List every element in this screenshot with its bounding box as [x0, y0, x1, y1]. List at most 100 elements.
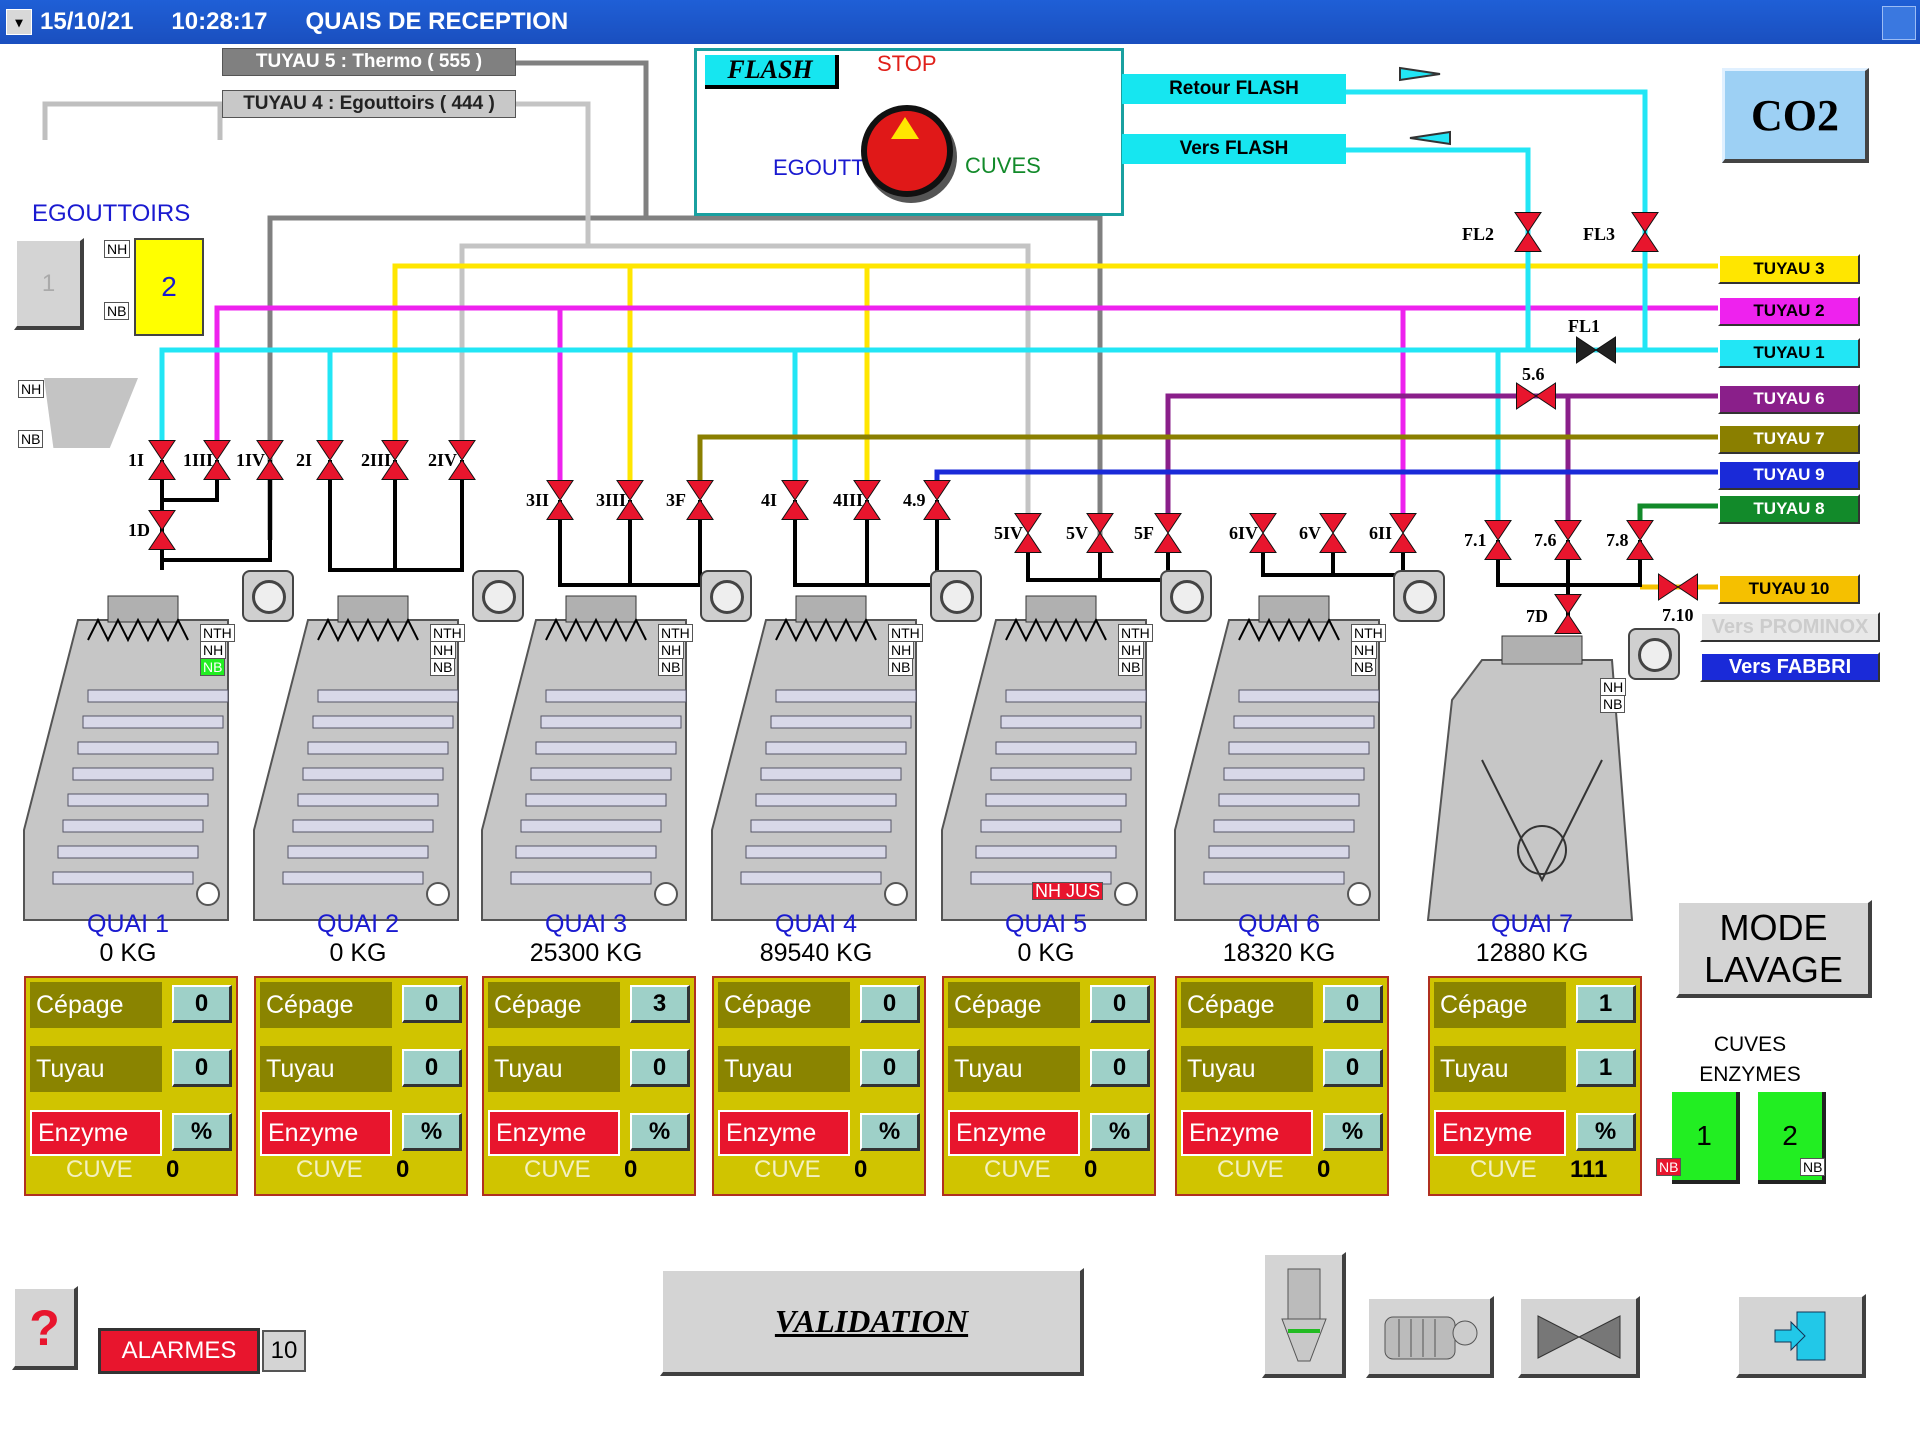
cuve-row: CUVE 0	[1177, 1150, 1387, 1190]
help-button[interactable]: ?	[12, 1286, 78, 1370]
retour-flash-button[interactable]: Retour FLASH	[1122, 74, 1346, 104]
cuve-enzyme-1[interactable]: 1	[1672, 1092, 1740, 1184]
cepage-value[interactable]: 0	[860, 985, 920, 1023]
maximize-button[interactable]	[1882, 6, 1916, 40]
tuyau-value[interactable]: 0	[172, 1049, 232, 1087]
cepage-value[interactable]: 3	[630, 985, 690, 1023]
cepage-value[interactable]: 0	[402, 985, 462, 1023]
valve-4i[interactable]	[781, 480, 809, 520]
tuyau-tag-7[interactable]: TUYAU 8	[1718, 494, 1860, 524]
tuyau-tag-4[interactable]: TUYAU 6	[1718, 384, 1860, 414]
valve-3f[interactable]	[686, 480, 714, 520]
valve-4iii[interactable]	[853, 480, 881, 520]
cepage-value[interactable]: 0	[1090, 985, 1150, 1023]
tuyau-value[interactable]: 1	[1576, 1049, 1636, 1087]
enzyme-label[interactable]: Enzyme	[718, 1110, 850, 1156]
co2-button[interactable]: CO2	[1722, 68, 1869, 163]
tuyau-value[interactable]: 0	[1090, 1049, 1150, 1087]
tuyau-value[interactable]: 0	[1323, 1049, 1383, 1087]
pump-view-button[interactable]	[1366, 1296, 1494, 1378]
cuve-enzyme-2[interactable]: 2	[1758, 1092, 1826, 1184]
tuyau-value[interactable]: 0	[630, 1049, 690, 1087]
vers-flash-button[interactable]: Vers FLASH	[1122, 134, 1346, 164]
valve-7d[interactable]	[1554, 594, 1582, 634]
enzyme-value[interactable]: %	[1323, 1113, 1383, 1151]
cepage-value[interactable]: 0	[172, 985, 232, 1023]
enzyme-label[interactable]: Enzyme	[1181, 1110, 1313, 1156]
valve-view-button[interactable]	[1518, 1296, 1640, 1378]
valve-5v[interactable]	[1086, 513, 1114, 553]
valve-1iv[interactable]	[256, 440, 284, 480]
valve-7-1[interactable]	[1484, 520, 1512, 560]
tuyau-tag-3[interactable]: TUYAU 1	[1718, 338, 1860, 368]
tuyau-tag-5[interactable]: TUYAU 7	[1718, 424, 1860, 454]
mode-lavage-button[interactable]: MODE LAVAGE	[1676, 900, 1872, 998]
cepage-value[interactable]: 0	[1323, 985, 1383, 1023]
enzyme-label[interactable]: Enzyme	[948, 1110, 1080, 1156]
valve-5-6[interactable]	[1516, 382, 1556, 410]
valve-2iii[interactable]	[381, 440, 409, 480]
valve-5f[interactable]	[1154, 513, 1182, 553]
valve-3iii[interactable]	[616, 480, 644, 520]
valve-1i[interactable]	[148, 440, 176, 480]
valve-6ii[interactable]	[1389, 513, 1417, 553]
flash-selector-knob[interactable]	[861, 105, 953, 197]
press-6[interactable]	[1169, 580, 1409, 960]
vers-prominox-button[interactable]: Vers PROMINOX	[1700, 612, 1880, 642]
valve-fl3[interactable]	[1631, 212, 1659, 252]
press-5[interactable]	[936, 580, 1176, 960]
enzyme-label[interactable]: Enzyme	[488, 1110, 620, 1156]
alarmes-button[interactable]: ALARMES	[98, 1328, 260, 1374]
egouttoir-2[interactable]: 2	[134, 238, 204, 336]
valve-6v[interactable]	[1319, 513, 1347, 553]
press-2[interactable]	[248, 580, 488, 960]
enzyme-value[interactable]: %	[402, 1113, 462, 1151]
enzyme-label[interactable]: Enzyme	[1434, 1110, 1566, 1156]
cuve-value[interactable]: 111	[1570, 1156, 1608, 1183]
press-1[interactable]	[18, 580, 258, 960]
cuve-value[interactable]: 0	[624, 1156, 638, 1183]
valve-4-9[interactable]	[923, 480, 951, 520]
exit-button[interactable]	[1736, 1294, 1866, 1378]
level-tag-nb: NB	[200, 658, 226, 676]
tuyau-tag-6[interactable]: TUYAU 9	[1718, 460, 1860, 490]
enzyme-value[interactable]: %	[1576, 1113, 1636, 1151]
egouttoir-1[interactable]: 1	[14, 238, 84, 330]
tuyau-value[interactable]: 0	[402, 1049, 462, 1087]
cuve-value[interactable]: 0	[854, 1156, 868, 1183]
cuve-value[interactable]: 0	[396, 1156, 410, 1183]
enzyme-value[interactable]: %	[1090, 1113, 1150, 1151]
cuve-value[interactable]: 0	[166, 1156, 180, 1183]
valve-7-8[interactable]	[1626, 520, 1654, 560]
cuve-value[interactable]: 0	[1317, 1156, 1331, 1183]
valve-1d[interactable]	[148, 510, 176, 550]
tuyau-tag-8[interactable]: TUYAU 10	[1718, 574, 1860, 604]
valve-2iv[interactable]	[448, 440, 476, 480]
tuyau-value[interactable]: 0	[860, 1049, 920, 1087]
validation-button[interactable]: VALIDATION	[660, 1268, 1084, 1376]
press-view-button[interactable]	[1262, 1252, 1346, 1378]
valve-5iv[interactable]	[1014, 513, 1042, 553]
valve-fl1[interactable]	[1576, 336, 1616, 364]
valve-7-6[interactable]	[1554, 520, 1582, 560]
cepage-value[interactable]: 1	[1576, 985, 1636, 1023]
valve-1iii[interactable]	[203, 440, 231, 480]
press-3[interactable]	[476, 580, 716, 960]
vers-fabbri-button[interactable]: Vers FABBRI	[1700, 652, 1880, 682]
valve-3ii[interactable]	[546, 480, 574, 520]
enzyme-label[interactable]: Enzyme	[260, 1110, 392, 1156]
tuyau-tag-1[interactable]: TUYAU 3	[1718, 254, 1860, 284]
tuyau-tag-2[interactable]: TUYAU 2	[1718, 296, 1860, 326]
enzyme-label[interactable]: Enzyme	[30, 1110, 162, 1156]
press-4[interactable]	[706, 580, 946, 960]
system-menu-icon[interactable]: ▾	[6, 9, 32, 35]
enzyme-value[interactable]: %	[630, 1113, 690, 1151]
cuve-value[interactable]: 0	[1084, 1156, 1098, 1183]
valve-6iv[interactable]	[1249, 513, 1277, 553]
enzyme-value[interactable]: %	[172, 1113, 232, 1151]
valve-fl2[interactable]	[1514, 212, 1542, 252]
enzyme-value[interactable]: %	[860, 1113, 920, 1151]
valve-2i[interactable]	[316, 440, 344, 480]
press-7[interactable]	[1422, 580, 1662, 960]
valve-7-10[interactable]	[1658, 573, 1698, 601]
